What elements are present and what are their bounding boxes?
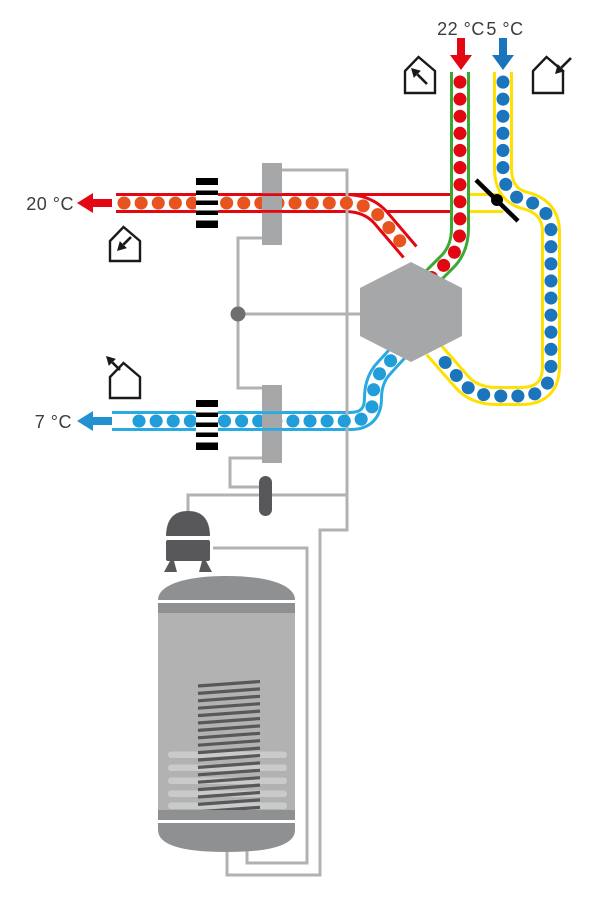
bypass-damper-icon [474, 178, 520, 223]
exhaust-air-arrow [77, 411, 112, 431]
storage-tank [158, 576, 295, 852]
circuit-compressor-suction [186, 493, 347, 513]
exhaust-fan-icon [196, 400, 218, 450]
condenser-coil-bar [261, 163, 283, 245]
outdoor-air-arrow [492, 38, 514, 70]
heat-exchanger-hexagon [360, 262, 462, 362]
expansion-valve-icon [259, 476, 272, 516]
house-outdoor-icon [531, 55, 565, 95]
tank-lower-band [158, 810, 295, 820]
tank-collar-band [158, 603, 295, 613]
dots-outdoor-air [430, 75, 558, 403]
supply-fan-icon [196, 178, 218, 228]
arrow-out-of-house-extract [411, 68, 428, 85]
evaporator-coil-bar [261, 385, 283, 463]
circuit-junction-dot [230, 306, 246, 322]
tank-dome-top [158, 576, 295, 600]
dots-extract-air [417, 75, 467, 292]
circuit-evaporator-outlet [228, 456, 262, 489]
duct-exhaust-air [112, 337, 414, 431]
tank-body [158, 613, 295, 810]
extract-air-arrow [450, 38, 472, 70]
compressor-icon [161, 511, 215, 572]
tank-internal-coil [197, 679, 261, 814]
dots-exhaust-air [115, 341, 409, 428]
dots-supply-air [117, 196, 411, 253]
tank-dome-bottom [158, 823, 295, 852]
supply-air-arrow [77, 193, 112, 213]
house-flow-arrows [106, 57, 572, 371]
arrow-into-house-supply [117, 236, 132, 251]
arrow-into-house-outdoor [555, 57, 572, 74]
exhaust-air-temp-label: 7 °C [35, 412, 72, 432]
outdoor-air-temp-label: 5 °C [486, 19, 523, 39]
supply-air-temp-label: 20 °C [26, 194, 74, 214]
house-exhaust-icon [108, 361, 142, 400]
circuit-compressor-discharge [213, 546, 309, 865]
house-extract-icon [403, 55, 437, 95]
extract-air-temp-label: 22 °C [437, 19, 485, 39]
arrow-out-of-house-exhaust [106, 356, 121, 371]
